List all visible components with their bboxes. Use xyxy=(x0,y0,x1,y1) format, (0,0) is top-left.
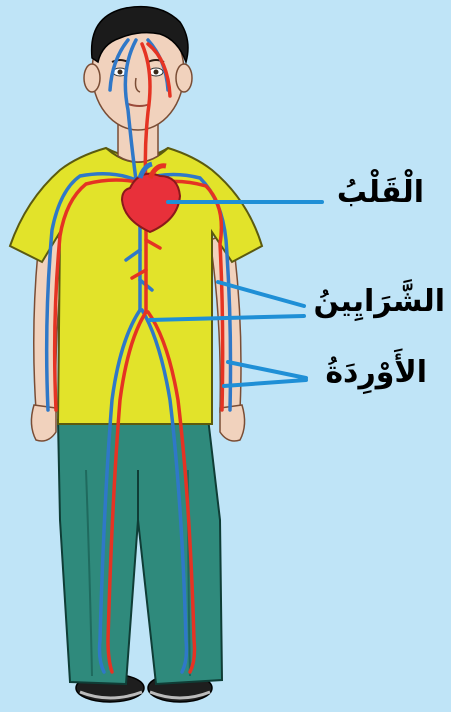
label-arteries: الشَّرَايِينُ xyxy=(313,287,445,317)
label-heart: الْقَلْبُ xyxy=(337,178,424,208)
pants xyxy=(58,418,222,684)
head xyxy=(84,7,192,162)
label-veins: الأَوْرِدَةُ xyxy=(325,358,427,388)
